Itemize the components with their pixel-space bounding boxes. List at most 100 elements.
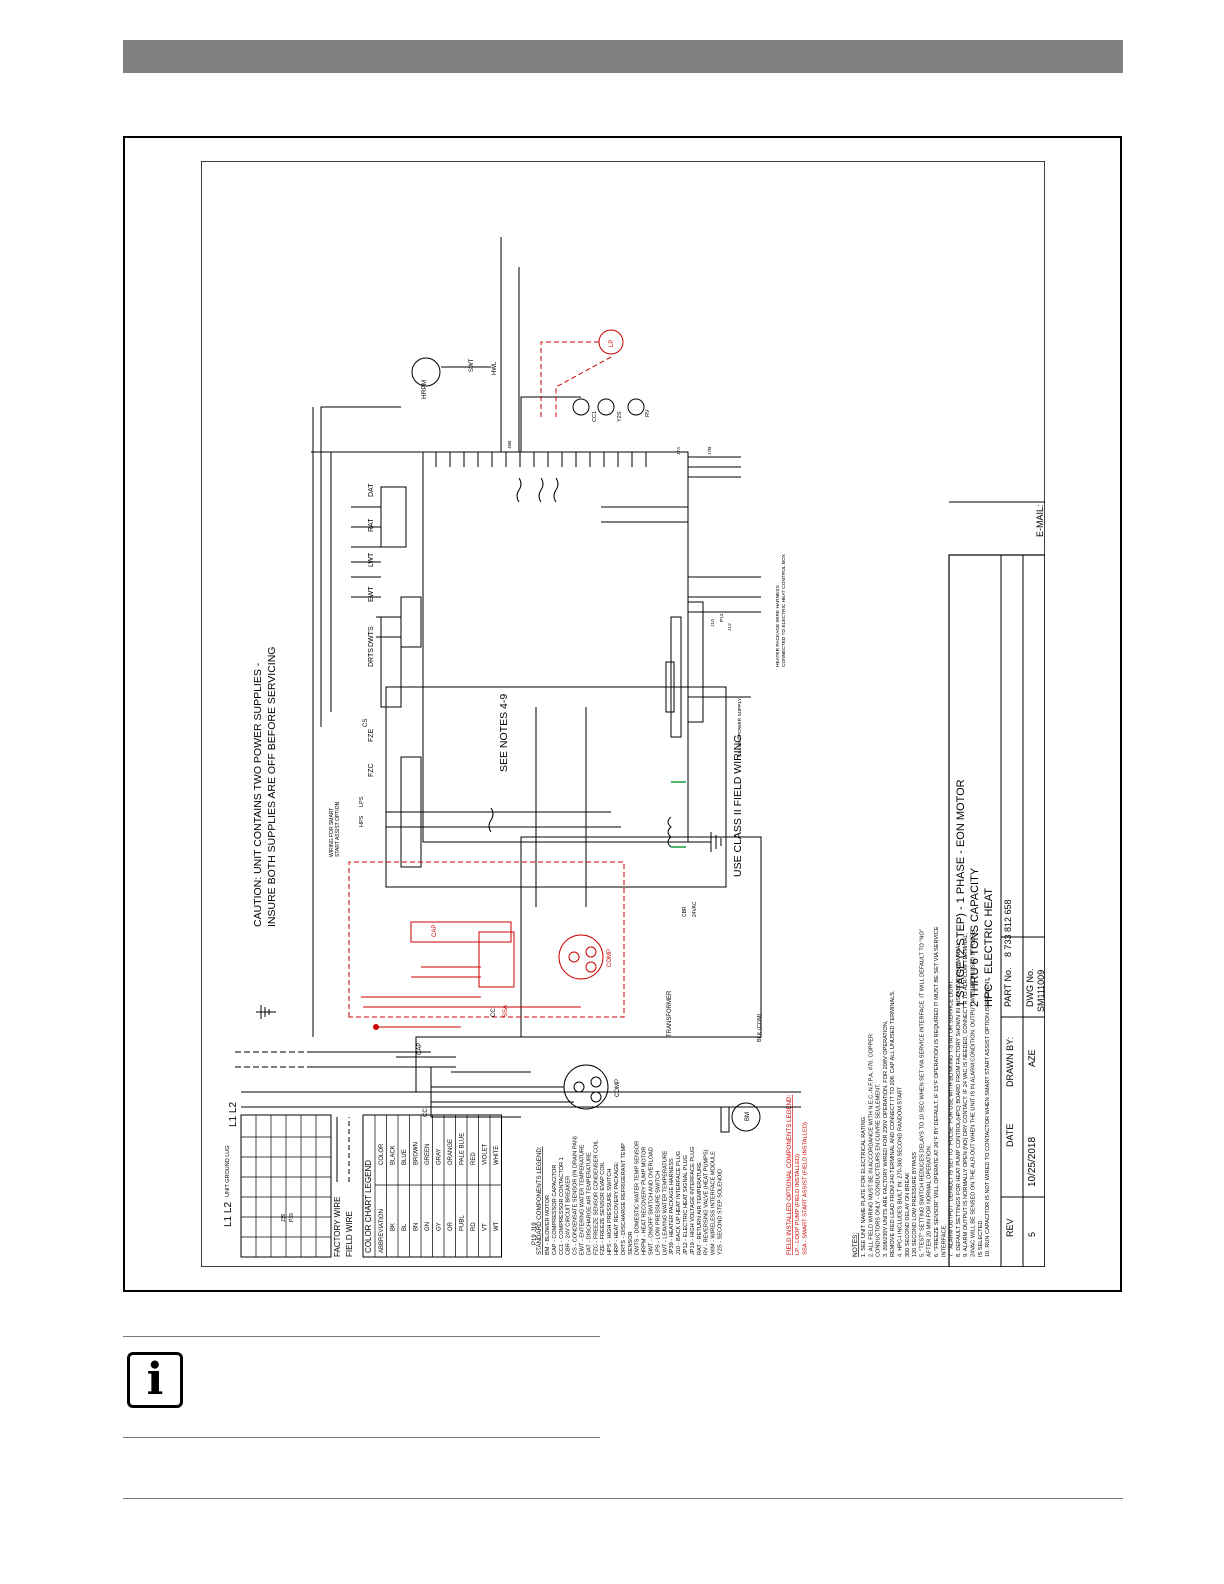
title-line-2: 2 THRU 6 TONS CAPACITY — [969, 867, 981, 1007]
note-line-text: 4. HPC-I INCLUDES BUILT IN: 270-300 SECO… — [898, 1086, 904, 1257]
standard-legend-item: SENSOR — [628, 1231, 634, 1255]
j39-label: J39 — [281, 1214, 287, 1222]
standard-legend-item: HRPM - HEAT RECOVERY PUMP MOTOR — [642, 1147, 648, 1255]
color-chart-header: ABBREVIATION — [379, 1209, 385, 1253]
rev-value: 5 — [1027, 1232, 1037, 1237]
part-no-value: 8 733 812 658 — [1003, 899, 1013, 957]
lps-label: LPS — [359, 796, 365, 807]
note-line-text: 3. 208/230V UNITS ARE FACTORY WIRED FOR … — [883, 1020, 889, 1257]
part-no-label: PART No. — [1003, 967, 1013, 1007]
optional-components-legend: FIELD INSTALLED OPTIONAL COMPONENTS LEGE… — [786, 1095, 809, 1255]
date-value: 10/25/2018 — [1027, 1137, 1038, 1187]
j7a-label: J7A — [676, 446, 682, 455]
j10-label: J10 — [710, 619, 716, 627]
see-notes-label: SEE NOTES 4-9 — [498, 694, 510, 772]
cc1-label: CC1 — [592, 411, 598, 422]
color-chart-title: COLOR CHART LEGEND — [364, 1160, 373, 1253]
j19-label: J19 — [532, 1222, 538, 1232]
note-line-text: 9. ALARM OUTPUT IS NORMALLY OPEN (NO) DR… — [963, 933, 969, 1257]
lwt-label: LWT — [368, 552, 375, 567]
color-name: WHITE — [494, 1146, 500, 1165]
hps-label: HPS — [359, 815, 365, 827]
fze-label: FZE — [368, 728, 375, 742]
dwg-no-value: SM111009 — [1036, 970, 1045, 1012]
standard-legend-item: J10 - BACK UP HEAT INTERFACE PLUG — [676, 1151, 682, 1255]
note-line-text: AFTER 20 MIN FOR NORMAL OPERATION. — [927, 1144, 933, 1257]
info-icon: i — [127, 1352, 183, 1408]
color-name: BROWN — [414, 1142, 420, 1165]
note-divider-top — [123, 1336, 600, 1337]
standard-legend-item: HRP - HEAT RECOVERY PACKAGE: — [614, 1161, 620, 1255]
rat-label: RAT — [368, 518, 375, 532]
note-line-text: INTERFACE. — [941, 1224, 947, 1257]
smart-start-label-1: WIRING FOR SMART — [329, 808, 335, 857]
note-line-text: 8. DEFAULT SETTINGS FOR HEAT PUMP CONTRO… — [956, 941, 962, 1257]
cbr-label: CBR — [682, 906, 688, 917]
note-line-text: CONDUCTORS ONLY - CONDUCTEURS EN CUIVRE … — [876, 1083, 882, 1257]
p19-label: P19 — [532, 1234, 538, 1245]
standard-legend-title: STANDARD COMPONENTS LEGEND: — [536, 1146, 543, 1255]
rv-label: RV — [645, 409, 651, 417]
cap-label: CAP — [417, 1043, 423, 1055]
note-line-text: 7. "ALARM OUTPUT" DEFAULT IS SET TO "PUL… — [949, 980, 955, 1257]
note-line-text: 5. "TEST" SETTING SWITCH REDUCES DELAYS … — [919, 929, 925, 1257]
standard-legend-item: JP19 - HIGH VOLTAGE INTERFACE PLUG — [690, 1146, 696, 1255]
wiring-diagram-sheet: 1 STAGE (2 STEP) - 1 PHASE - EON MOTOR 2… — [200, 160, 1046, 1268]
note-line-text: REMOVE RED LEAD FROM 240 TERMINAL AND CO… — [890, 990, 896, 1257]
note-line-text: IS SELECTED. — [978, 1219, 984, 1257]
optional-legend-item: SSA - SMART START ASSIST (FIELD INSTALLE… — [803, 1122, 809, 1255]
wire-legend: FACTORY WIRE FIELD WIRE — [333, 1117, 354, 1257]
drts-label: DRTS — [368, 648, 375, 667]
dat-label: DAT — [368, 483, 375, 497]
color-name: RED — [471, 1152, 477, 1165]
standard-legend-item: FZC - FREEZE SENSOR CONDENSER COIL — [593, 1140, 599, 1255]
standard-legend-item: FZE - FREEZE SENSOR EVAP COIL — [600, 1162, 606, 1255]
cc-label: CC — [423, 1108, 429, 1117]
fzc-label: FZC — [368, 763, 375, 777]
standard-components-legend: STANDARD COMPONENTS LEGEND: BM - BLOWER … — [536, 1136, 724, 1255]
heater-pkg-label-2: CONNECTED TO ELECTRIC HEAT CONTROL BOX — [781, 553, 787, 667]
standard-legend-item: WIM - WIRELESS INTERFACE MODULE — [711, 1151, 717, 1255]
color-abbreviation: GY — [437, 1222, 443, 1231]
title-line-1: 1 STAGE (2 STEP) - 1 PHASE - EON MOTOR — [955, 779, 967, 1007]
notes-block: NOTES: 1. SEE UNIT NAME PLATE FOR ELECTR… — [852, 926, 991, 1257]
note-line-text: 300 SECOND DELAY ON BREAK — [905, 1172, 911, 1257]
color-chart-header: COLOR — [379, 1143, 385, 1165]
p12-label: P12 — [719, 613, 725, 622]
title-block: 1 STAGE (2 STEP) - 1 PHASE - EON MOTOR 2… — [948, 501, 1046, 1268]
color-abbreviation: BK — [391, 1223, 397, 1231]
factory-wire-label: FACTORY WIRE — [333, 1197, 342, 1257]
standard-legend-item: EWT - ENTERING WATER TEMPERATURE — [580, 1144, 586, 1255]
color-name: VIOLET — [483, 1143, 489, 1165]
p39-label: P39 — [289, 1213, 295, 1222]
standard-legend-item: DAT - DISCHARGE AIR TEMPERATURE — [586, 1152, 592, 1255]
drawn-by-value: AZE — [1027, 1049, 1037, 1067]
transformer-label: TRANSFORMER — [667, 990, 673, 1037]
cc-ssa-label: CC — [491, 1008, 497, 1017]
optional-legend-title: FIELD INSTALLED OPTIONAL COMPONENTS LEGE… — [786, 1095, 793, 1255]
diagram-frame — [123, 136, 1122, 1292]
ewt-label: EWT — [368, 586, 375, 602]
hwl-label: HWL — [492, 361, 498, 375]
note-line-text: 2. ALL FIELD WIRING MUST BE IN ACCORDANC… — [868, 1034, 874, 1257]
l1l2-left-label: L1 L2 — [223, 1202, 234, 1227]
smart-start-option-wiring — [348, 329, 625, 1030]
caution-line-2: INSURE BOTH SUPPLIES ARE OFF BEFORE SERV… — [266, 647, 278, 927]
color-abbreviation: BL — [402, 1223, 408, 1231]
rev-label: REV — [1005, 1218, 1015, 1237]
caution-line-1: CAUTION: UNIT CONTAINS TWO POWER SUPPLIE… — [252, 662, 264, 927]
footer-rule — [123, 1498, 1123, 1499]
standard-legend-item: DRTS - DISCHARGE REFRIGERANT TEMP — [621, 1143, 627, 1255]
standard-legend-item: LWT - LEAVING WATER TEMPERATURE — [662, 1150, 668, 1255]
standard-legend-item: RAT - RETURN AIR TEMPERATURE — [697, 1162, 703, 1255]
cs-label: CS — [363, 719, 369, 727]
color-chart-legend: COLOR CHART LEGEND ABBREVIATION COLOR BK BL… — [240, 1114, 502, 1258]
header-bar — [123, 40, 1123, 73]
field-wire-label: FIELD WIRE — [345, 1211, 354, 1257]
notes-title: NOTES: — [852, 1233, 859, 1257]
color-name: ORANGE — [448, 1139, 454, 1165]
wiring-diagram-svg: 1 STAGE (2 STEP) - 1 PHASE - EON MOTOR 2… — [200, 160, 1046, 1268]
lp-label: LP — [609, 340, 615, 347]
dwts-label: DWTS — [368, 626, 375, 647]
note-divider-bottom — [123, 1437, 600, 1438]
